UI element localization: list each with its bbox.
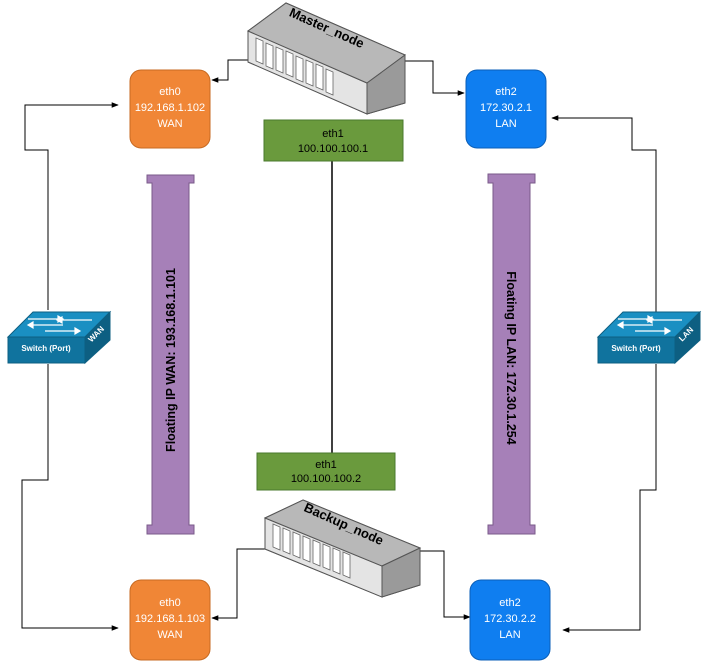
conn-lan-switch-backup (562, 364, 657, 633)
network-switch-icon (6, 310, 112, 365)
backup-eth2-box[interactable]: eth2 172.30.2.2 LAN (469, 579, 551, 661)
backup-eth0-box[interactable]: eth0 192.168.1.103 WAN (129, 579, 211, 661)
master-eth0-zone: WAN (157, 118, 182, 130)
floating-ip-lan-bar[interactable]: Floating IP LAN: 172.30.1.254 (487, 173, 536, 535)
conn-wan-switch-backup (21, 364, 119, 631)
master-eth1-box[interactable]: eth1 100.100.100.1 (263, 119, 404, 162)
backup-eth0-zone: WAN (157, 629, 182, 641)
backup-eth2-name: eth2 (499, 597, 520, 609)
server-rack-icon (247, 2, 406, 115)
conn-backup-eth2 (418, 550, 471, 620)
lan-switch-label: Switch (Port) (611, 344, 661, 353)
wan-switch[interactable]: Switch (Port) WAN (6, 310, 112, 365)
lan-switch[interactable]: Switch (Port) LAN (596, 310, 702, 365)
backup-eth1-name: eth1 (315, 459, 336, 471)
backup-eth0-name: eth0 (159, 597, 180, 609)
master-eth0-ip: 192.168.1.102 (135, 102, 205, 114)
conn-wan-switch-master (24, 102, 119, 310)
backup-eth2-ip: 172.30.2.2 (484, 613, 536, 625)
backup-node-server[interactable]: Backup_node (263, 499, 422, 598)
wan-switch-label: Switch (Port) (21, 344, 71, 353)
network-switch-icon (596, 310, 702, 365)
server-rack-icon (263, 499, 422, 598)
master-eth0-name: eth0 (159, 86, 180, 98)
floating-ip-wan-label: Floating IP WAN: 193.168.1.101 (164, 268, 178, 452)
backup-eth1-box[interactable]: eth1 100.100.100.2 (256, 452, 396, 491)
connectors (21, 59, 657, 633)
backup-eth0-ip: 192.168.1.103 (135, 613, 205, 625)
master-eth2-ip: 172.30.2.1 (480, 102, 532, 114)
conn-lan-switch-master (551, 115, 657, 312)
floating-ip-lan-label: Floating IP LAN: 172.30.1.254 (504, 271, 518, 444)
master-eth2-name: eth2 (495, 86, 516, 98)
conn-master-eth2 (405, 60, 465, 96)
master-eth2-zone: LAN (495, 118, 516, 130)
master-node-server[interactable]: Master_node (247, 2, 406, 115)
floating-ip-wan-bar[interactable]: Floating IP WAN: 193.168.1.101 (146, 174, 195, 535)
conn-backup-eth0 (211, 548, 266, 621)
backup-eth2-zone: LAN (499, 629, 520, 641)
master-eth1-ip: 100.100.100.1 (298, 143, 368, 155)
conn-master-eth0 (211, 59, 250, 83)
backup-eth1-ip: 100.100.100.2 (291, 473, 361, 485)
master-eth2-box[interactable]: eth2 172.30.2.1 LAN (465, 69, 547, 149)
master-eth1-name: eth1 (322, 128, 343, 140)
master-eth0-box[interactable]: eth0 192.168.1.102 WAN (129, 69, 211, 149)
